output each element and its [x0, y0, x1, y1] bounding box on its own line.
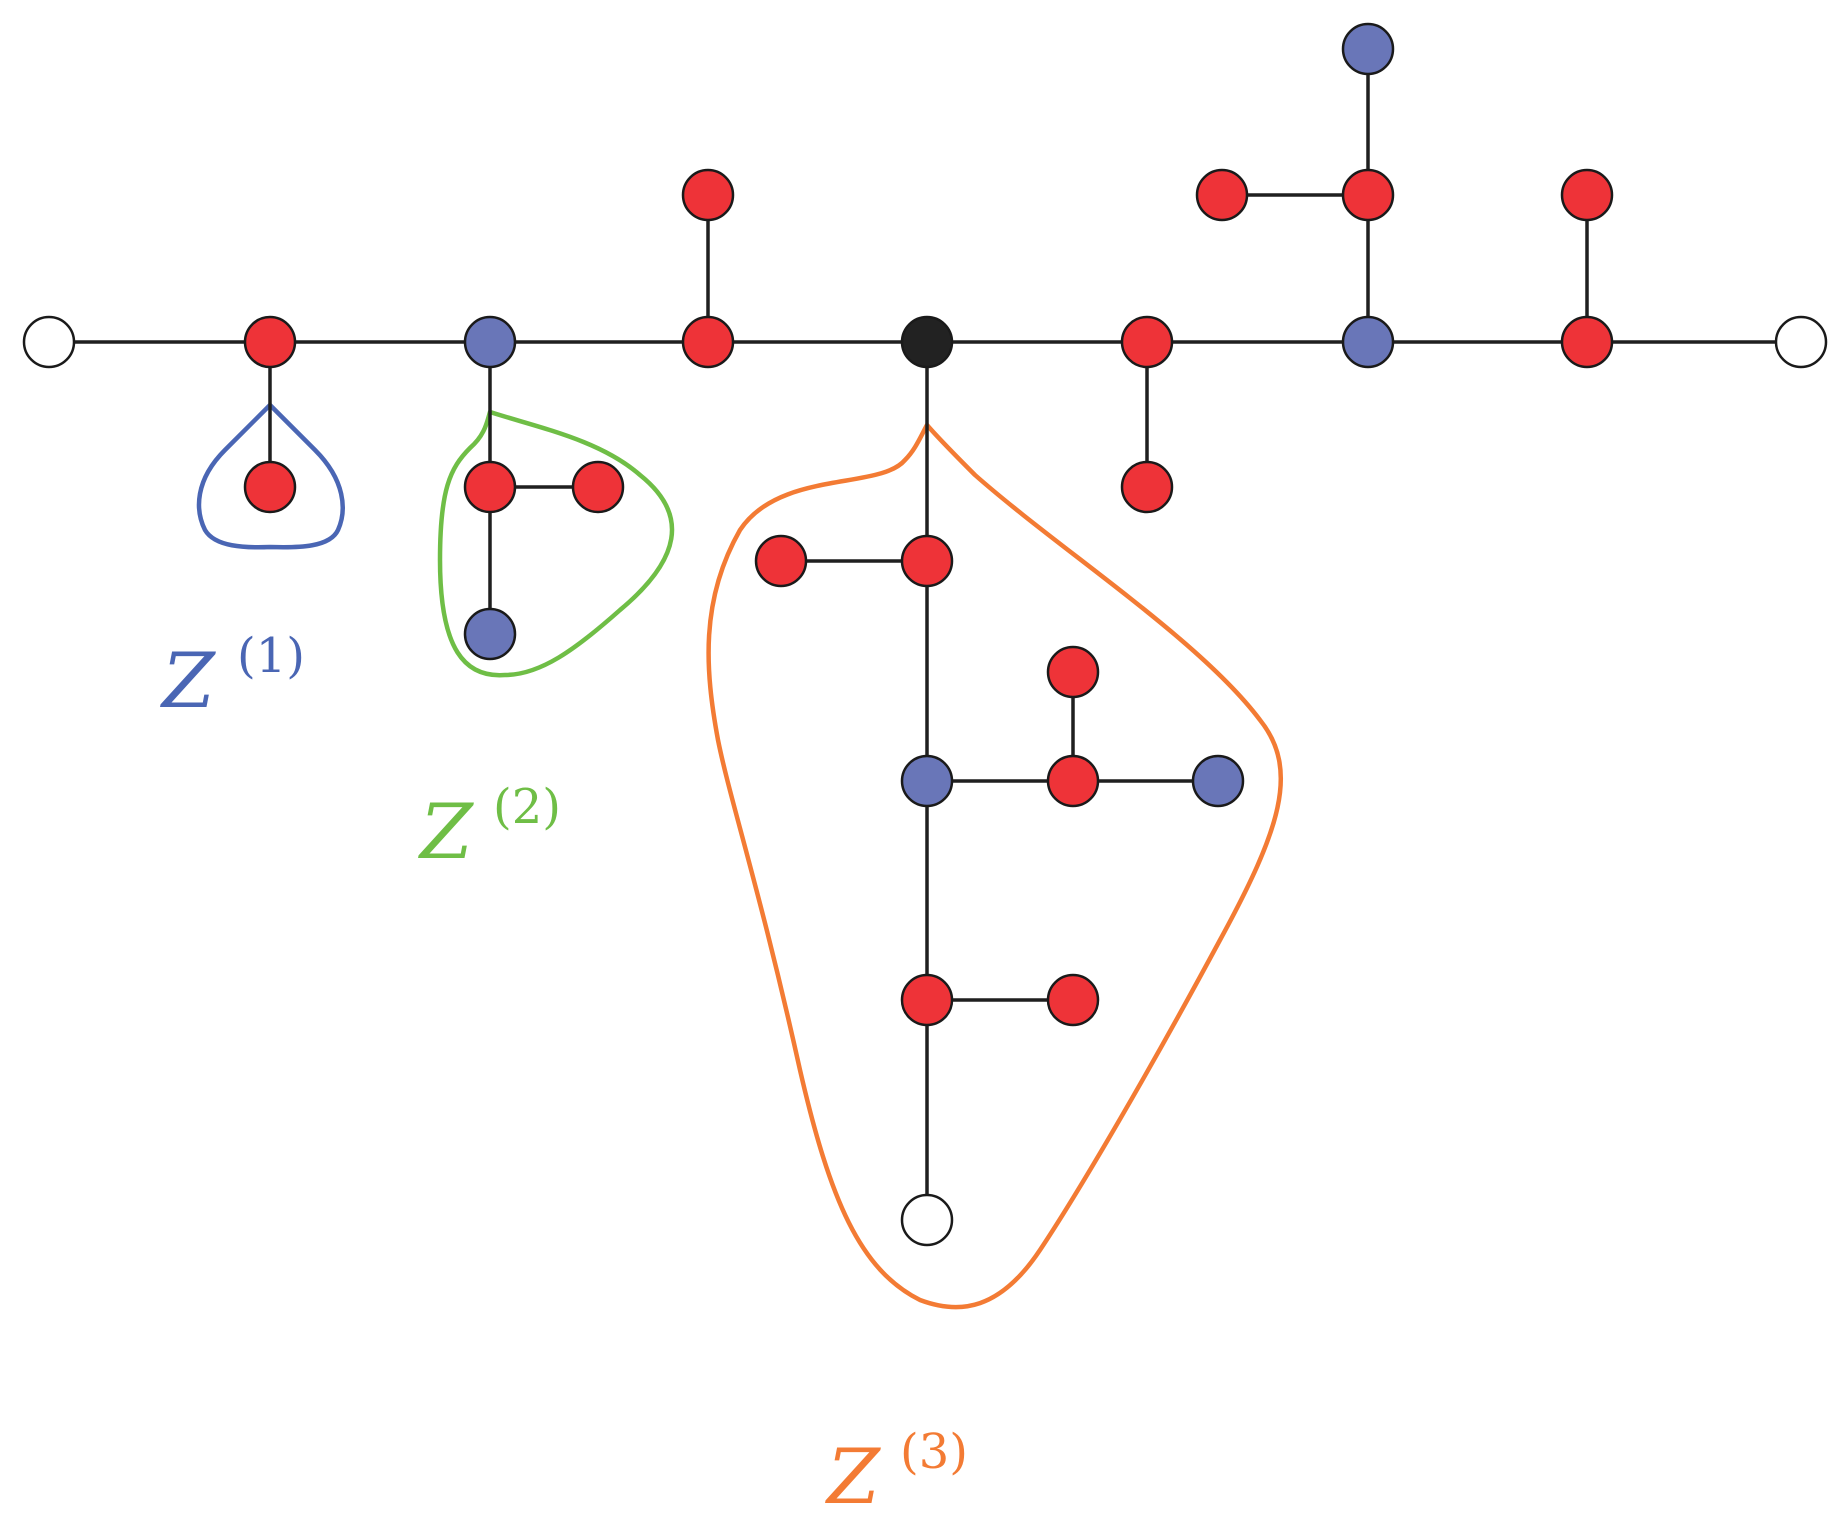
- node-red-n19: [1560, 168, 1614, 222]
- node-red-n12: [571, 460, 625, 514]
- cluster-hull-z2: [437, 409, 675, 678]
- cluster-label-z1: Z: [160, 636, 216, 725]
- node-red-n4: [681, 315, 735, 369]
- node-red-n15: [1120, 460, 1174, 514]
- node-red-n16: [1341, 168, 1395, 222]
- node-red-n20: [900, 534, 954, 588]
- node-red-n10: [243, 460, 297, 514]
- cluster-label-z3: Z: [825, 1432, 881, 1521]
- node-white-n29: [900, 1193, 954, 1247]
- node-red-n28: [1046, 973, 1100, 1027]
- edges: [49, 49, 1801, 1220]
- node-blue-n23: [900, 754, 954, 808]
- node-red-n22: [1046, 645, 1100, 699]
- node-red-n6: [1120, 315, 1174, 369]
- node-red-n21: [754, 534, 808, 588]
- node-blue-n26: [1191, 754, 1245, 808]
- node-red-n8: [1560, 315, 1614, 369]
- node-white-n1: [22, 315, 76, 369]
- node-red-n14: [681, 168, 735, 222]
- node-blue-n13: [463, 607, 517, 661]
- node-blue-n3: [463, 315, 517, 369]
- node-red-n2: [243, 315, 297, 369]
- node-blue-n17: [1341, 22, 1395, 76]
- cluster-superscript-z2: (2): [493, 779, 561, 835]
- nodes: [22, 22, 1828, 1247]
- node-red-n18: [1195, 168, 1249, 222]
- cluster-superscript-z3: (3): [900, 1424, 968, 1480]
- cluster-hulls: [196, 402, 1283, 1310]
- cluster-label-z2: Z: [418, 787, 474, 876]
- cluster-hull-z3: [706, 422, 1283, 1310]
- node-red-n27: [900, 973, 954, 1027]
- cluster-hull-z1: [196, 402, 345, 550]
- node-red-n11: [463, 460, 517, 514]
- node-white-n9: [1774, 315, 1828, 369]
- node-red-n24: [1046, 754, 1100, 808]
- node-black-n5: [900, 315, 954, 369]
- node-blue-n7: [1341, 315, 1395, 369]
- cluster-superscript-z1: (1): [237, 628, 305, 684]
